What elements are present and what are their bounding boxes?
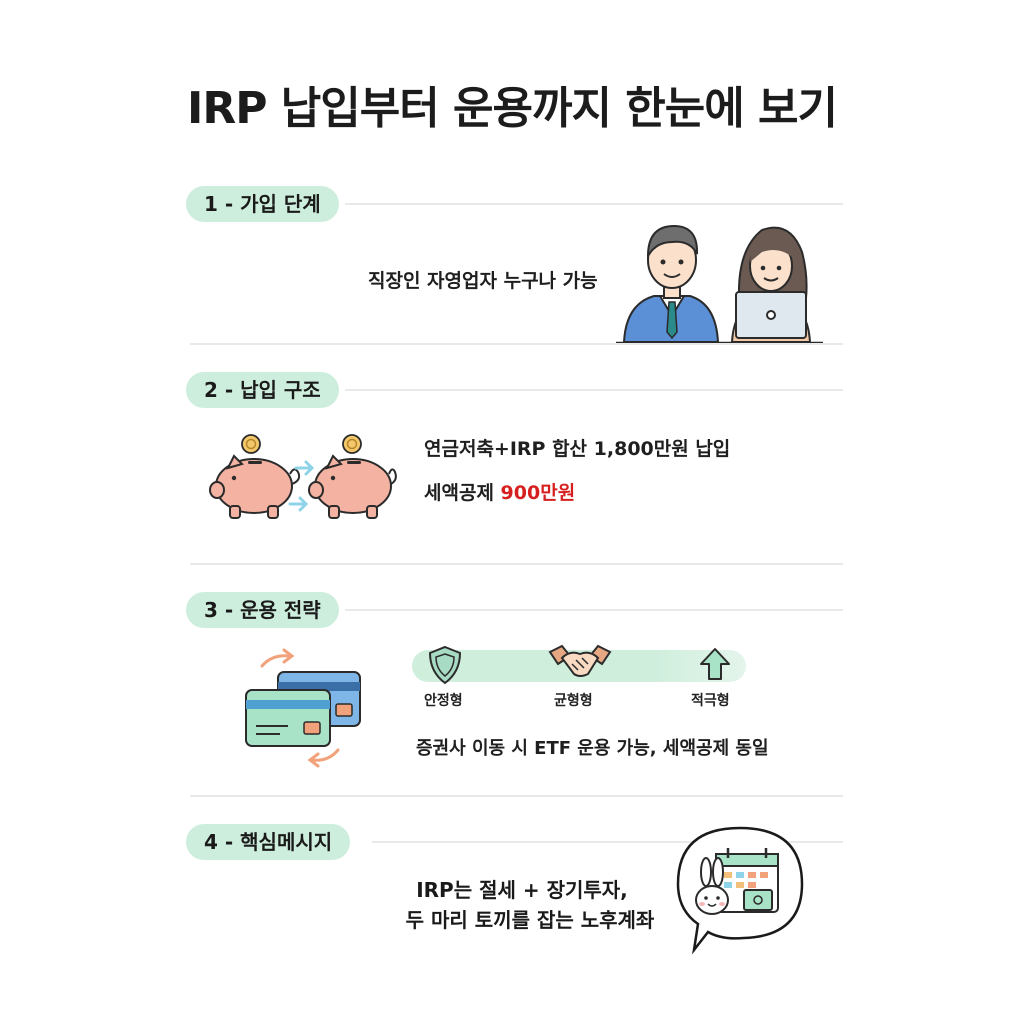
section-4-rule	[372, 841, 843, 843]
section-3-bottom-rule	[190, 795, 843, 797]
page-title: IRP 납입부터 운용까지 한눈에 보기	[186, 83, 838, 134]
message-line1: IRP는 절세 + 장기투자,	[416, 878, 628, 902]
section-2-bottom-rule	[190, 563, 843, 565]
swap-arrows-icon	[260, 648, 340, 768]
deduction-label: 세액공제	[424, 482, 501, 504]
section-3-text: 증권사 이동 시 ETF 운용 가능, 세액공제 동일	[416, 738, 769, 759]
option-aggressive: 적극형	[691, 693, 730, 709]
rabbit-icon	[695, 857, 729, 915]
speech-bubble-icon	[676, 826, 804, 954]
section-2-rule	[345, 389, 843, 391]
deduction-amount: 900만원	[500, 482, 576, 504]
section-2-pill: 2 - 납입 구조	[186, 372, 339, 408]
arrow-up-icon	[700, 648, 730, 680]
coin-icon	[241, 434, 261, 454]
section-1-pill: 1 - 가입 단계	[186, 186, 339, 222]
coin-icon	[342, 434, 362, 454]
section-1-bottom-rule	[190, 343, 843, 345]
shield-icon	[428, 645, 462, 685]
cards-illustration	[245, 648, 361, 768]
piggy-bank-icon	[308, 454, 397, 519]
arrow-right-icon	[288, 460, 315, 512]
option-balanced: 균형형	[554, 693, 593, 709]
credit-card-icon	[245, 689, 331, 747]
section-1-text: 직장인 자영업자 누구나 가능	[368, 270, 598, 292]
section-4-pill: 4 - 핵심메시지	[186, 824, 351, 860]
businessman-icon	[622, 224, 720, 343]
section-3-pill: 3 - 운용 전략	[186, 592, 339, 628]
people-illustration	[616, 224, 823, 345]
piggy-illustration	[209, 434, 397, 519]
piggy-bank-icon	[209, 454, 301, 519]
option-stable: 안정형	[424, 693, 463, 709]
message-line2: 두 마리 토끼를 잡는 노후계좌	[405, 908, 655, 932]
section-1-rule	[345, 203, 843, 205]
section-2-line2: 세액공제 900만원	[424, 478, 575, 505]
calendar-icon	[715, 848, 779, 913]
section-2-line1: 연금저축+IRP 합산 1,800만원 납입	[424, 438, 731, 460]
woman-laptop-icon	[730, 226, 812, 343]
handshake-icon	[548, 644, 612, 677]
section-3-rule	[345, 609, 843, 611]
